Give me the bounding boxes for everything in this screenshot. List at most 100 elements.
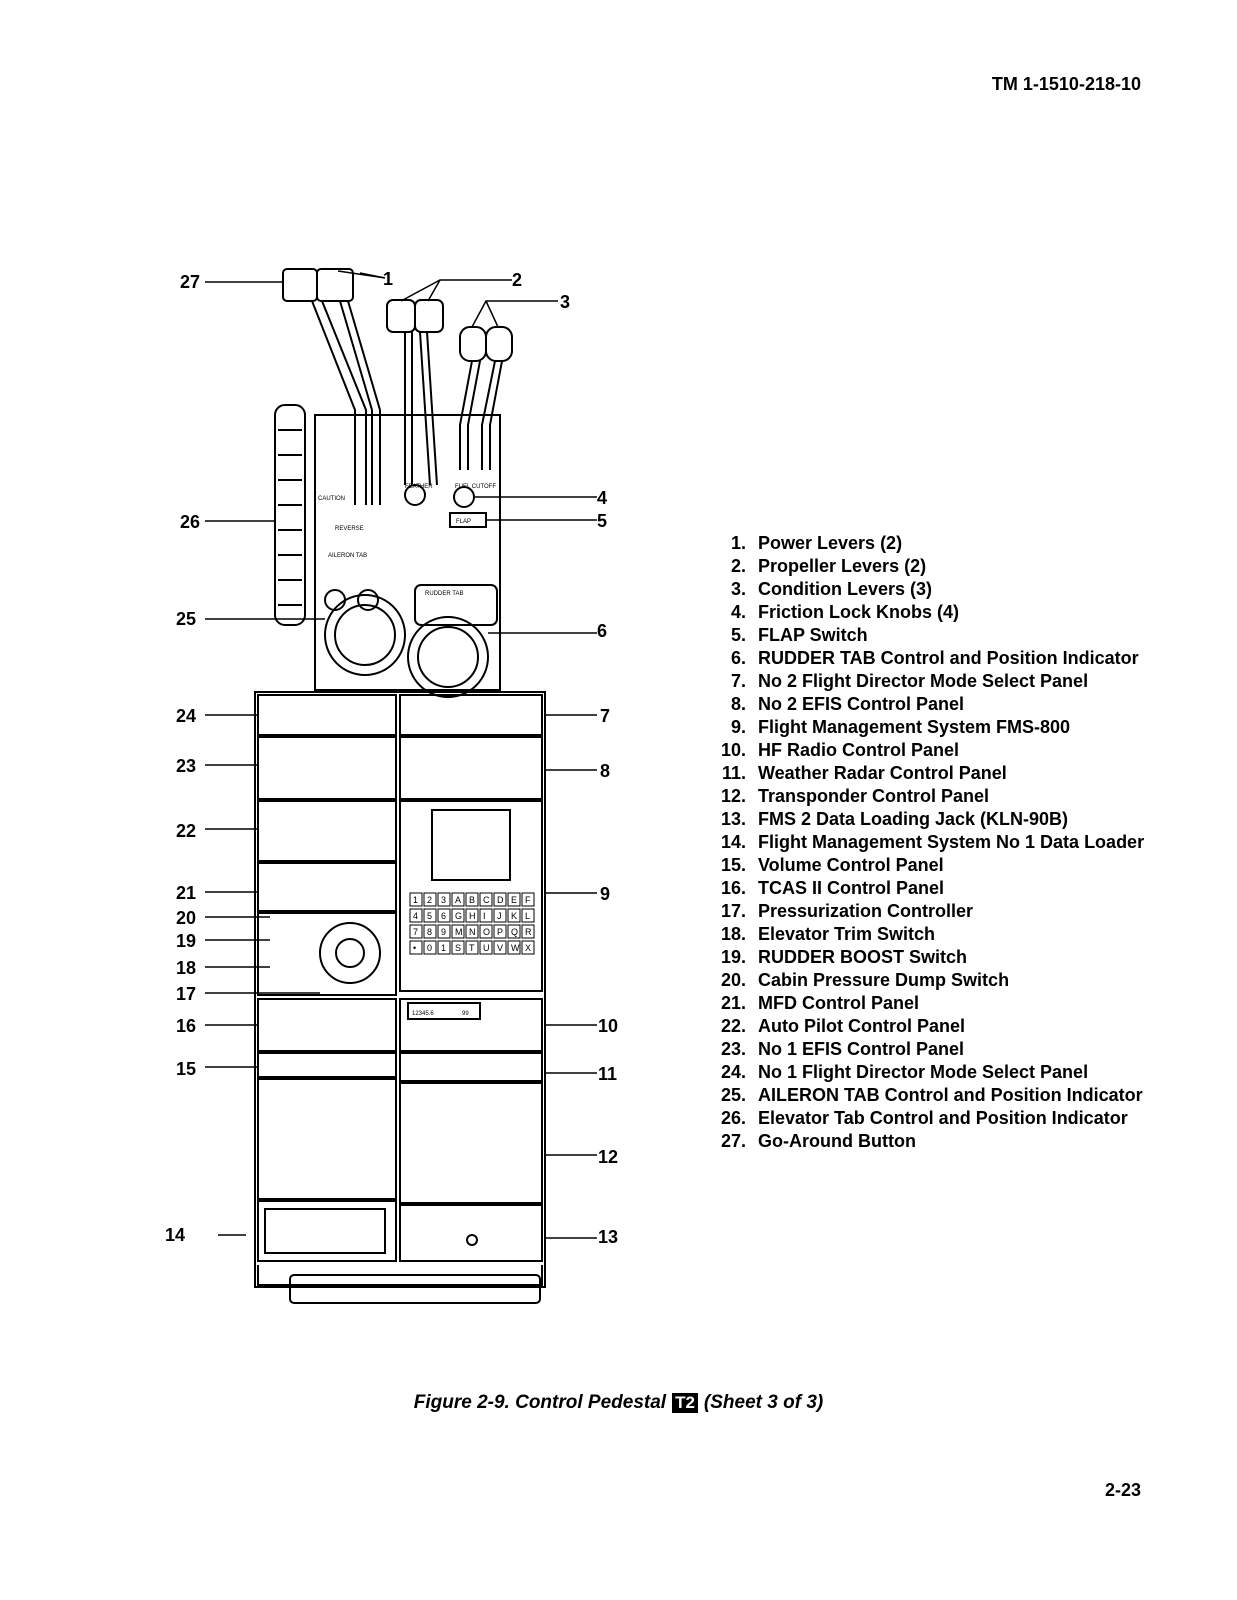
callout-18: 18 (176, 958, 196, 978)
fms-key (479, 892, 493, 907)
legend-item-text: RUDDER BOOST Switch (758, 947, 968, 967)
fms-key (409, 940, 423, 955)
document-id: TM 1-1510-218-10 (991, 74, 1141, 94)
fms-key-label: H (469, 911, 476, 921)
reverse-label: REVERSE (335, 526, 364, 532)
hf-channel-readout: 99 (462, 1011, 469, 1017)
fms-key-label: 6 (441, 911, 446, 921)
fms-key (437, 940, 451, 955)
legend-item-text: Transponder Control Panel (758, 786, 990, 806)
aileron-tab-label: AILERON TAB (328, 553, 367, 559)
legend-item-number: 27. (720, 1131, 746, 1151)
legend-item: 2.Propeller Levers (2) (712, 555, 1152, 578)
callout-23: 23 (176, 756, 196, 776)
legend-item: 16.TCAS II Control Panel (712, 877, 1152, 900)
callout-5: 5 (597, 511, 607, 531)
fms-key (409, 908, 423, 923)
legend-item-text: Volume Control Panel (758, 855, 944, 875)
legend-item: 25.AILERON TAB Control and Position Indi… (712, 1084, 1152, 1107)
legend-item-number: 24. (720, 1062, 746, 1082)
fms-key (479, 940, 493, 955)
fms-key (507, 892, 521, 907)
friction-lock-knob (357, 589, 379, 611)
legend-item-text: Auto Pilot Control Panel (758, 1016, 965, 1036)
fms1-data-loader (257, 1200, 397, 1262)
legend-item-text: No 1 EFIS Control Panel (758, 1039, 965, 1059)
fms-key (521, 924, 535, 939)
legend-item: 12.Transponder Control Panel (712, 785, 1152, 808)
legend-item: 1. Power Levers (2) (712, 532, 1152, 555)
fms-key-label: 9 (441, 927, 446, 937)
callout-12: 12 (598, 1147, 618, 1167)
callout-22: 22 (176, 821, 196, 841)
fms-key-label: M (455, 927, 463, 937)
hf-radio-panel (399, 998, 543, 1052)
fms-key (493, 908, 507, 923)
callout-4: 4 (597, 488, 607, 508)
volume-control-panel (257, 1052, 397, 1078)
legend-item-number: 2. (730, 556, 746, 576)
fms-key-label: 5 (427, 911, 432, 921)
fms-key (521, 908, 535, 923)
legend-item-number: 1. (730, 533, 746, 553)
fms-key-label: Q (511, 927, 518, 937)
fms-key (423, 908, 437, 923)
fms-key-label: 7 (413, 927, 418, 937)
caption-suffix: (Sheet 3 of 3) (703, 1392, 824, 1413)
legend-item: 21.MFD Control Panel (712, 992, 1152, 1015)
legend-item-number: 18. (720, 924, 746, 944)
fms-key-label: O (483, 927, 490, 937)
fms-key (465, 892, 479, 907)
legend-item: 17.Pressurization Controller (712, 900, 1152, 923)
fms-key-label: 1 (413, 895, 418, 905)
transponder-panel (399, 1082, 543, 1204)
legend-item-text: Power Levers (2) (758, 533, 903, 553)
fms-key (493, 892, 507, 907)
fms-key (465, 940, 479, 955)
callout-25: 25 (176, 609, 196, 629)
fms-key (437, 924, 451, 939)
fms-key-label: K (511, 911, 517, 921)
blank-panel (257, 1078, 397, 1200)
fms-key (465, 924, 479, 939)
legend-item: 26.Elevator Tab Control and Position Ind… (712, 1107, 1152, 1130)
callout-10: 10 (598, 1016, 618, 1036)
fms-key-label: G (455, 911, 462, 921)
legend-item-number: 17. (720, 901, 746, 921)
legend-item-text: RUDDER TAB Control and Position Indicato… (758, 648, 1139, 668)
efis-control-panel-1 (257, 736, 397, 800)
callout-24: 24 (176, 706, 196, 726)
legend-item-text: Friction Lock Knobs (4) (758, 602, 960, 622)
power-lever-knob (316, 268, 354, 302)
legend-item-text: FLAP Switch (758, 625, 868, 645)
fd-mode-select-panel-1 (257, 694, 397, 736)
legend-item: 6.RUDDER TAB Control and Position Indica… (712, 647, 1152, 670)
hf-frequency-readout: 12345.6 (412, 1011, 434, 1017)
legend-item-number: 3. (730, 579, 746, 599)
legend-item-number: 13. (720, 809, 746, 829)
fuel-cutoff-label: FUEL CUTOFF (455, 484, 496, 490)
legend-item-number: 23. (720, 1039, 746, 1059)
legend-item: 27.Go-Around Button (712, 1130, 1152, 1153)
fms-key (507, 940, 521, 955)
page-number: 2-23 (1104, 1480, 1141, 1500)
fms-key (409, 924, 423, 939)
legend-item: 11.Weather Radar Control Panel (712, 762, 1152, 785)
pressurization-controller (257, 912, 397, 996)
fms-key-label: • (413, 943, 416, 953)
pedestal-base (289, 1274, 541, 1304)
legend-item-number: 4. (730, 602, 746, 622)
autopilot-control-panel (257, 800, 397, 862)
legend-item: 4. Friction Lock Knobs (4) (712, 601, 1152, 624)
callout-14: 14 (165, 1225, 185, 1245)
callout-3: 3 (560, 292, 570, 312)
fms-key-label: 4 (413, 911, 418, 921)
fms-key (465, 908, 479, 923)
callout-26: 26 (180, 512, 200, 532)
legend-item-number: 22. (720, 1016, 746, 1036)
legend-item-text: HF Radio Control Panel (758, 740, 960, 760)
mfd-control-panel (257, 862, 397, 912)
friction-lock-knob (404, 484, 426, 506)
condition-lever-knob (485, 326, 513, 362)
